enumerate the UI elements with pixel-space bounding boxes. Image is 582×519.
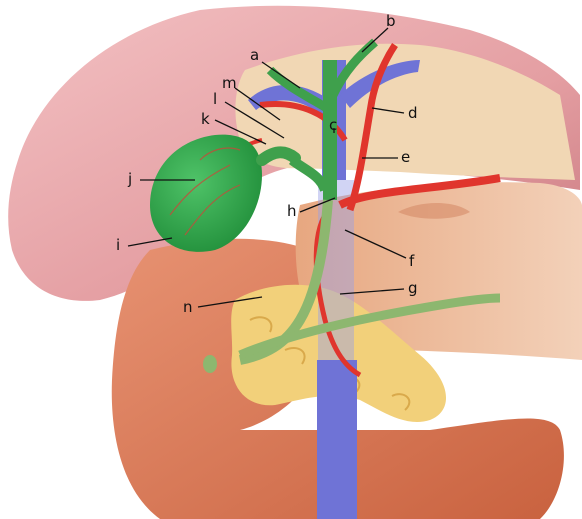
label-j: j (127, 170, 132, 188)
label-a: a (250, 46, 259, 64)
label-m: m (222, 74, 237, 92)
label-d: d (408, 104, 418, 122)
label-k: k (201, 110, 210, 128)
label-l: l (213, 90, 217, 108)
label-e: e (401, 148, 410, 166)
label-n: n (183, 298, 193, 316)
label-i: i (116, 236, 120, 254)
label-f: f (409, 252, 415, 270)
label-b: b (386, 12, 396, 30)
label-h: h (287, 202, 297, 220)
label-g: g (408, 279, 418, 297)
label-c: c (329, 116, 337, 134)
